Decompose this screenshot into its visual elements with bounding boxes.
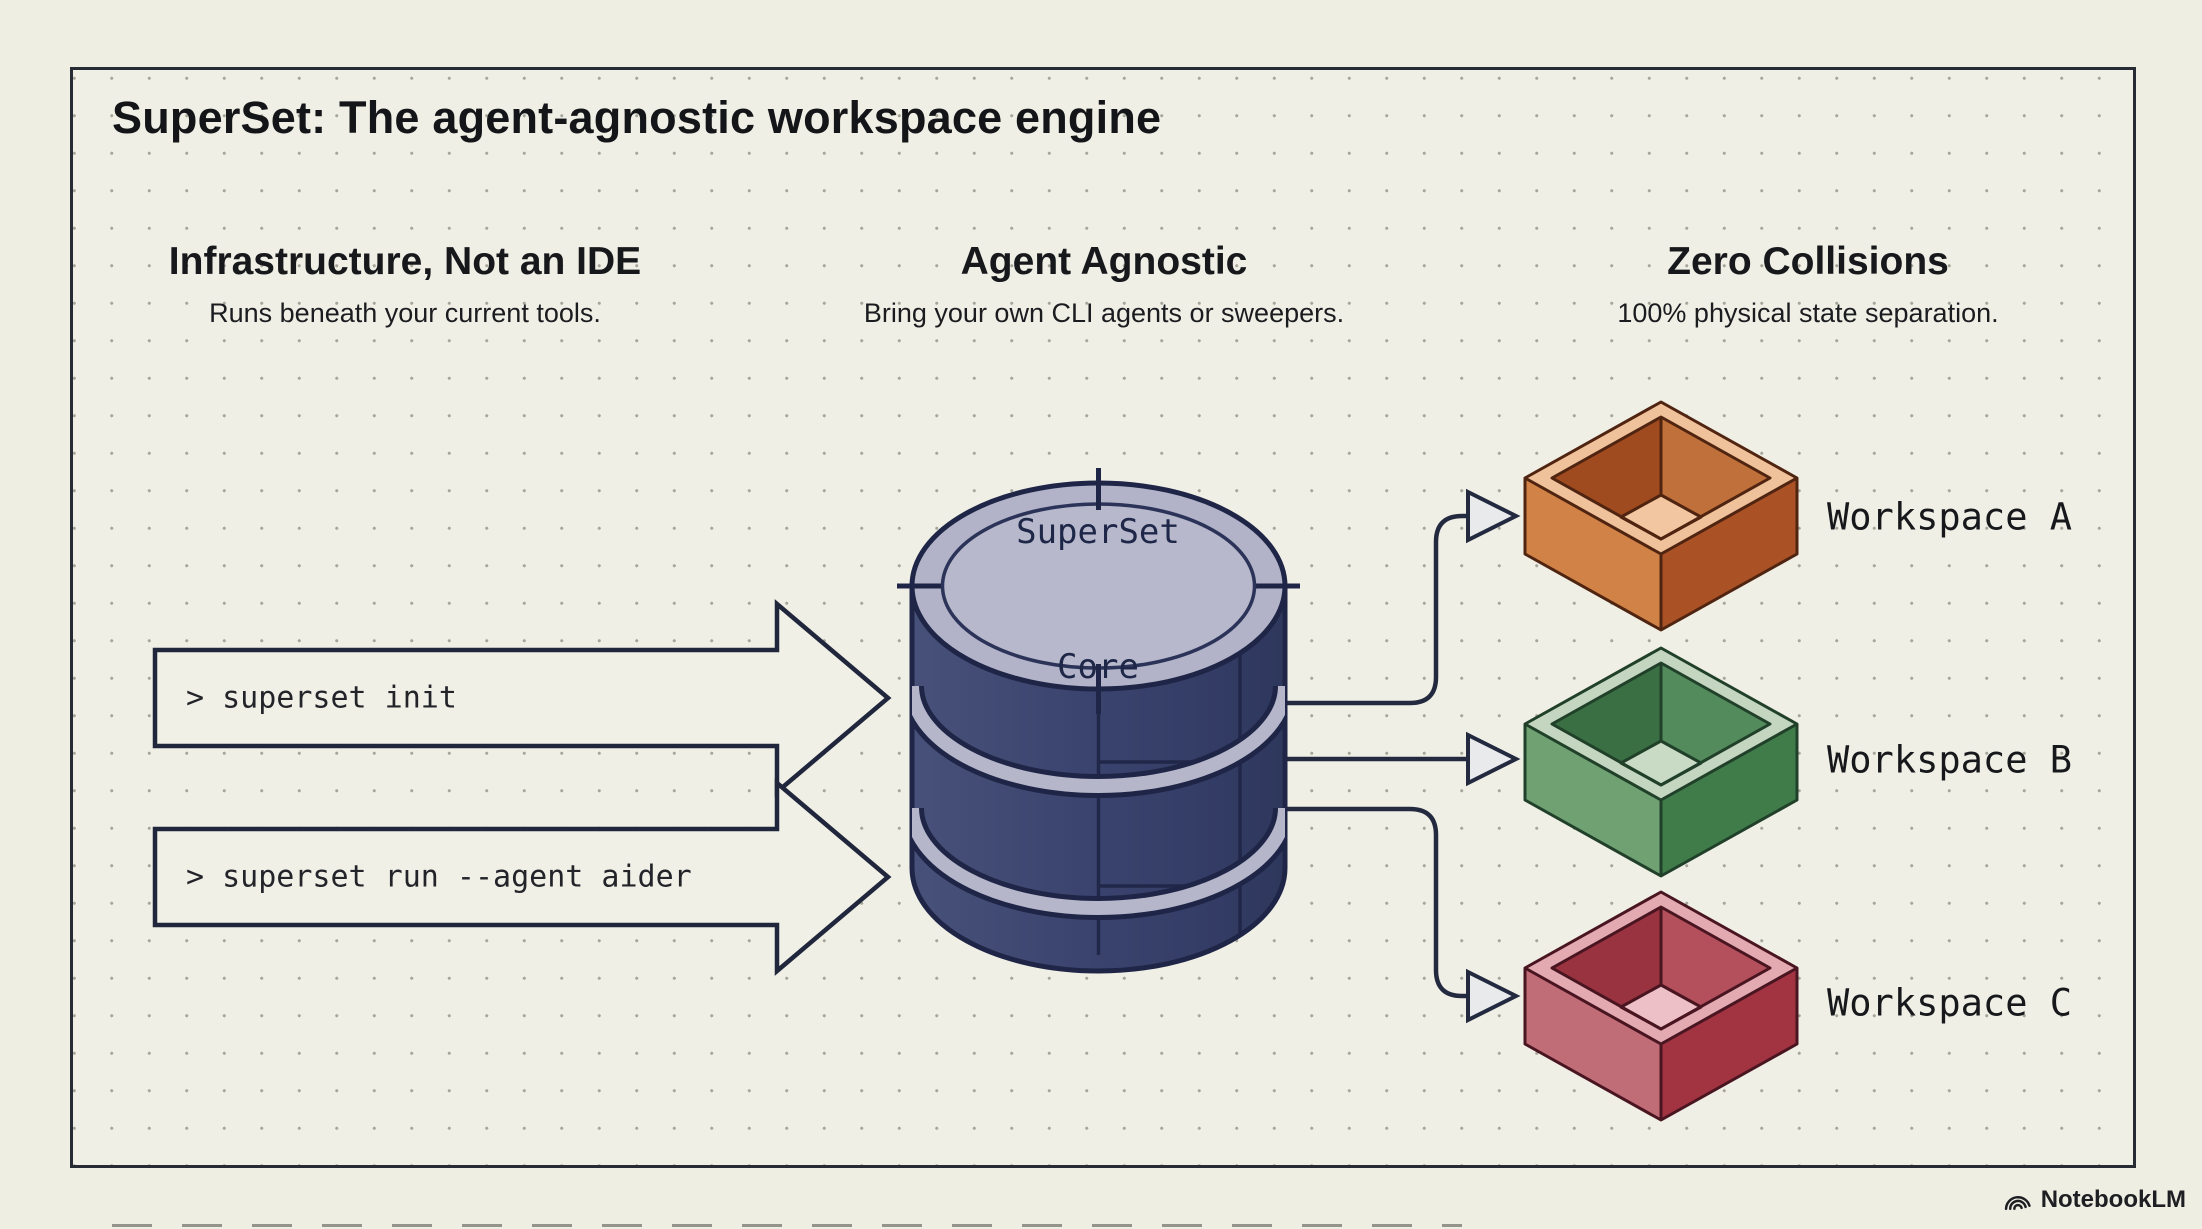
- column-heading: Agent Agnostic: [960, 240, 1248, 283]
- workspace-a-label: Workspace A: [1827, 495, 2073, 539]
- ws-a-outline: [1523, 400, 1799, 632]
- column-subheading: Runs beneath your current tools.: [209, 298, 601, 328]
- connector-workspace-c: [1285, 806, 1468, 999]
- ws-b-right-face: [1661, 724, 1797, 876]
- core-label-line2: Core: [1057, 647, 1139, 687]
- command-init-text: > superset init: [186, 680, 457, 716]
- ws-a-right-face: [1661, 478, 1797, 630]
- superset-core-cylinder-icon: [897, 468, 1300, 974]
- superset-core-label: SuperSet Core: [1016, 420, 1180, 780]
- ws-a-left-face: [1525, 478, 1661, 630]
- connector-workspace-a: [1285, 513, 1468, 706]
- core-label-line1: SuperSet: [1016, 512, 1180, 552]
- column-heading: Infrastructure, Not an IDE: [168, 240, 642, 283]
- ws-c-outline: [1523, 890, 1799, 1122]
- workspace-b-box-icon: [1523, 646, 1799, 878]
- workspace-c-box-icon: [1523, 890, 1799, 1122]
- cylinder-band-2-fill: [912, 807, 1285, 915]
- ws-b-left-face: [1525, 724, 1661, 876]
- arrowhead-workspace-b-icon: [1466, 731, 1521, 787]
- notebooklm-brand-text: NotebookLM: [2040, 1186, 2186, 1213]
- workspace-a-box-icon: [1523, 400, 1799, 632]
- column-subheading: Bring your own CLI agents or sweepers.: [863, 298, 1345, 328]
- ws-c-right-face: [1661, 968, 1797, 1120]
- column-infrastructure: Infrastructure, Not an IDE Runs beneath …: [25, 240, 785, 329]
- workspace-b-label: Workspace B: [1827, 738, 2073, 782]
- arrowhead-workspace-a-icon: [1466, 488, 1521, 544]
- page-title: SuperSet: The agent-agnostic workspace e…: [112, 92, 1162, 143]
- cylinder-tick-marks: [897, 468, 1300, 714]
- cropped-text-artifact: [112, 1224, 1462, 1227]
- ws-b-outline: [1523, 646, 1799, 878]
- arrowhead-workspace-c-icon: [1466, 968, 1521, 1024]
- column-heading: Zero Collisions: [1667, 240, 1949, 283]
- workspace-c-label: Workspace C: [1827, 981, 2073, 1025]
- command-run-text: > superset run --agent aider: [186, 859, 692, 895]
- column-subheading: 100% physical state separation.: [1617, 298, 1999, 328]
- command-arrow-init-shape: [152, 599, 892, 797]
- column-agent-agnostic: Agent Agnostic Bring your own CLI agents…: [724, 240, 1484, 329]
- column-zero-collisions: Zero Collisions 100% physical state sepa…: [1428, 240, 2188, 329]
- ws-c-left-face: [1525, 968, 1661, 1120]
- notebooklm-logo-icon: [2004, 1195, 2031, 1210]
- notebooklm-attribution: NotebookLM: [2003, 1186, 2186, 1214]
- command-arrow-run-shape: [152, 778, 892, 976]
- cylinder-band-1-fill: [912, 685, 1285, 793]
